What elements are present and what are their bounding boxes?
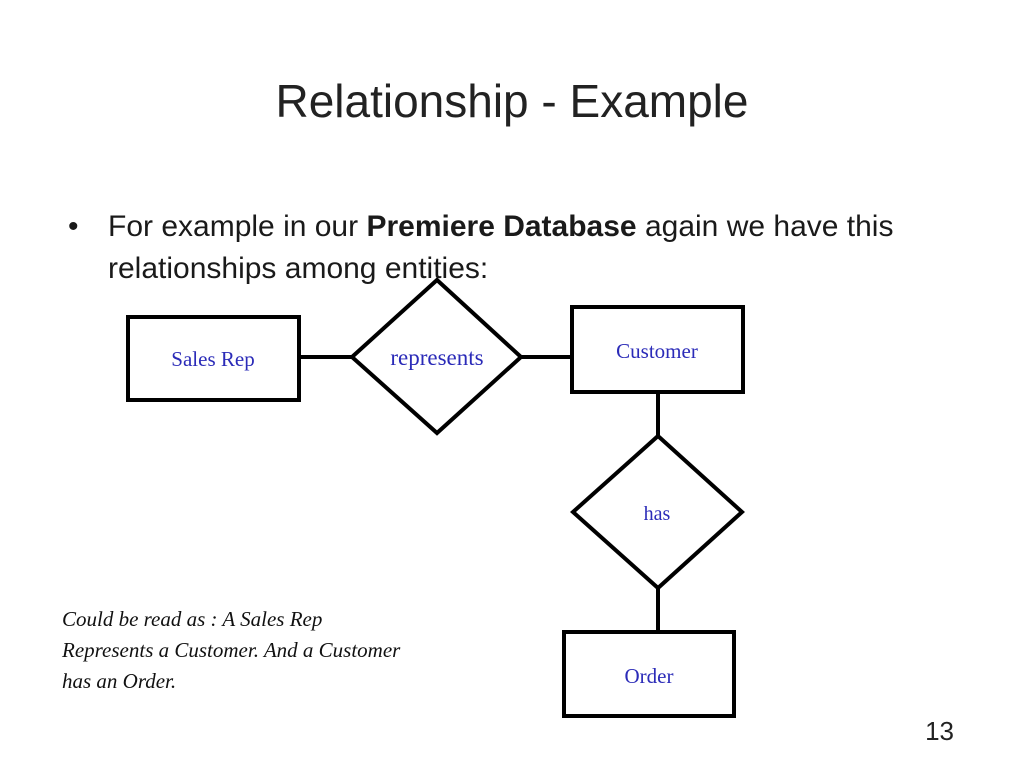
bullet-text: For example in our Premiere Database aga… [108, 206, 968, 290]
entity-order: Order [562, 630, 736, 718]
bullet-item: • For example in our Premiere Database a… [68, 206, 968, 290]
entity-sales-rep-box [126, 315, 301, 402]
entity-sales-rep-label: Sales Rep [171, 347, 254, 371]
page-number: 13 [925, 716, 954, 746]
reading-note: Could be read as : A Sales Rep Represent… [62, 607, 401, 693]
relationship-has: has [569, 433, 745, 591]
entity-customer-label: Customer [616, 339, 698, 363]
bullet-text-end: again we have this relationships among e… [108, 210, 894, 285]
relationship-has-diamond [569, 433, 745, 591]
entity-order-label: Order [625, 664, 674, 688]
slide-title: Relationship - Example [275, 75, 749, 127]
relationship-represents-diamond [349, 277, 524, 436]
entity-customer-box [570, 305, 745, 394]
entity-customer: Customer [570, 305, 745, 394]
entity-order-box [562, 630, 736, 718]
bullet-text-start: For example in our [108, 210, 367, 243]
relationship-represents-label: represents [390, 345, 483, 370]
relationship-represents: represents [349, 277, 524, 436]
relationship-has-label: has [644, 503, 671, 525]
bullet-marker: • [68, 210, 79, 243]
bullet-text-bold: Premiere Database [366, 210, 637, 243]
entity-sales-rep: Sales Rep [126, 315, 301, 402]
